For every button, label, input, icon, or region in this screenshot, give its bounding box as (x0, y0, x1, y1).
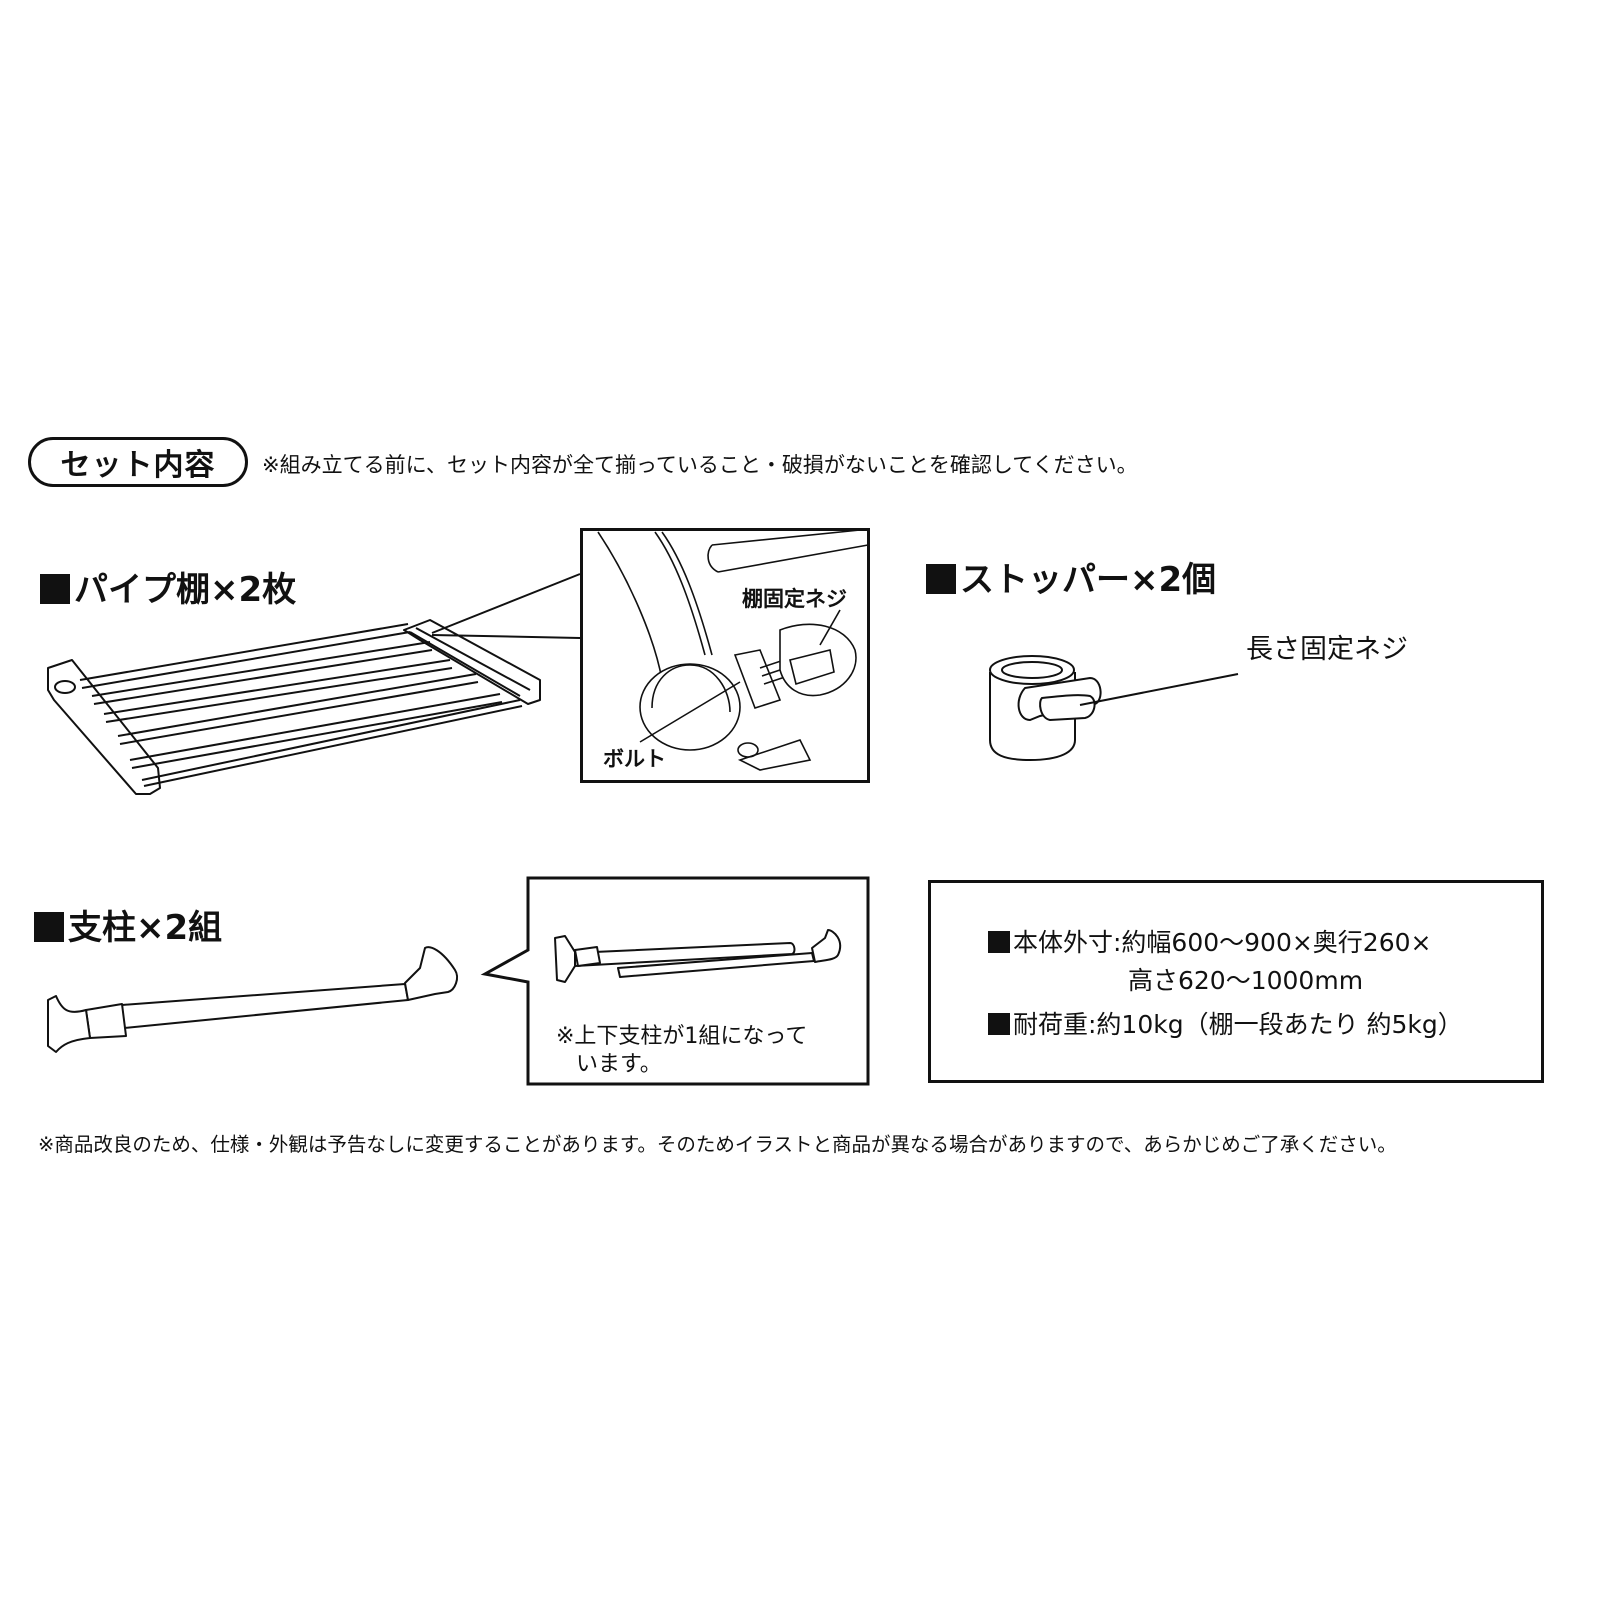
pre-assembly-note: ※組み立てる前に、セット内容が全て揃っていること・破損がないことを確認してくださ… (262, 453, 1138, 477)
item-heading-pole: 支柱×2組 (34, 900, 222, 949)
item-heading-text: パイプ棚×2枚 (74, 570, 297, 610)
square-bullet-icon (40, 574, 70, 604)
shelf-screw-label: 棚固定ネジ (742, 587, 847, 611)
pole-note-line-2: います。 (576, 1052, 662, 1077)
spec-load: 耐荷重:約10kg（棚一段あたり 約5kg） (988, 1006, 1463, 1044)
spec-dimensions: 本体外寸:約幅600～900×奥行260× 高さ620～1000mm (988, 924, 1431, 1000)
spec-dimensions-line-1: 本体外寸:約幅600～900×奥行260× (1013, 928, 1432, 957)
spec-load-text: 耐荷重:約10kg（棚一段あたり 約5kg） (1013, 1010, 1463, 1039)
item-heading-text: ストッパー×2個 (960, 560, 1217, 600)
specs-box (928, 880, 1544, 1083)
square-bullet-icon (988, 931, 1010, 953)
length-screw-label: 長さ固定ネジ (1246, 634, 1408, 665)
bolt-label: ボルト (603, 747, 666, 771)
section-title-badge: セット内容 (28, 437, 248, 487)
disclaimer-note: ※商品改良のため、仕様・外観は予告なしに変更することがあります。そのためイラスト… (38, 1133, 1397, 1156)
item-heading-text: 支柱×2組 (68, 908, 223, 948)
spec-dimensions-line-2: 高さ620～1000mm (1128, 966, 1364, 995)
section-title: セット内容 (60, 448, 216, 483)
square-bullet-icon (988, 1013, 1010, 1035)
item-heading-stopper: ストッパー×2個 (926, 552, 1216, 601)
item-heading-pipe-shelf: パイプ棚×2枚 (40, 562, 296, 611)
pole-callout-note: ※上下支柱が1組になって います。 (556, 1023, 807, 1079)
square-bullet-icon (34, 912, 64, 942)
pole-note-line-1: ※上下支柱が1組になって (556, 1024, 808, 1049)
square-bullet-icon (926, 564, 956, 594)
